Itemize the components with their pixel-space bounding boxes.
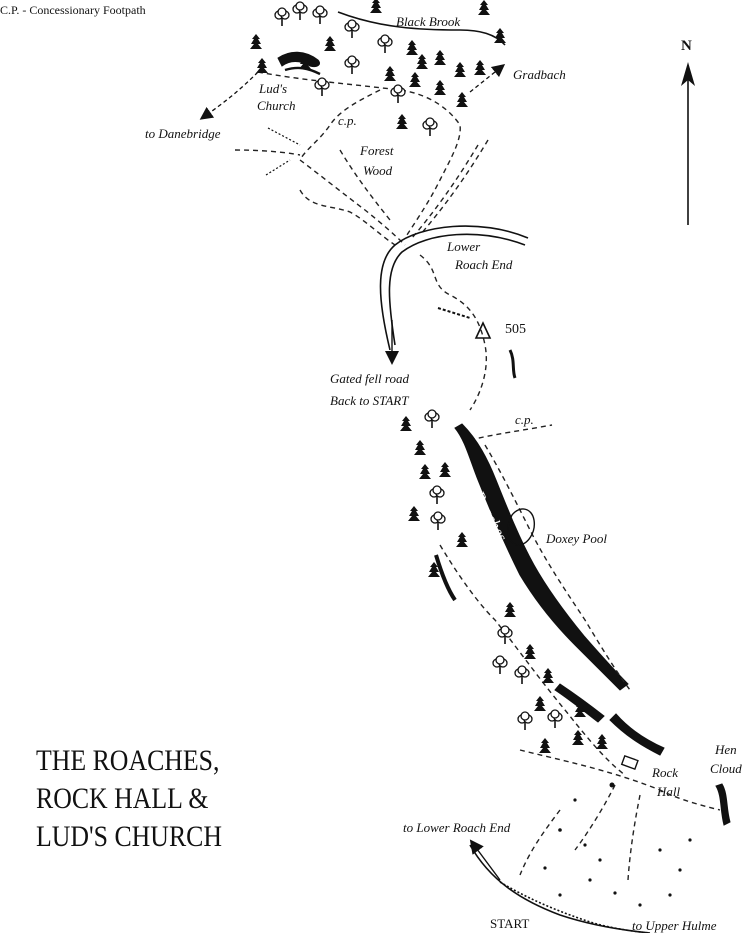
footpath-forest-inner	[299, 159, 406, 246]
top-edge-path	[484, 444, 631, 691]
ridge-path-north	[419, 254, 487, 411]
footpath-forest-diag	[339, 149, 391, 221]
gradbach-label: Gradbach	[513, 67, 566, 82]
rock-hall-label-2: Hall	[656, 784, 681, 799]
to-lower-roach-end-label: to Lower Roach End	[403, 820, 511, 835]
cp-ridge-path	[469, 424, 553, 441]
luds-church-label-1: Lud's	[258, 81, 287, 96]
cp-ridge-label: c.p.	[515, 412, 534, 427]
lower-edge-path	[439, 544, 626, 776]
gated-road-label-1: Gated fell road	[330, 371, 409, 386]
footpath-north-loop	[257, 71, 461, 239]
height-label: 505	[505, 322, 526, 337]
map-title-line-1: THE ROACHES,	[36, 744, 220, 777]
footpath-cp-forest	[299, 89, 381, 161]
danebridge-label: to Danebridge	[145, 126, 221, 141]
wall-hatch	[267, 127, 301, 146]
lower-outcrop	[434, 554, 457, 602]
trig-point-icon	[474, 321, 492, 339]
gated-road-label-2: Back to START	[330, 393, 409, 408]
forest-label-2: Wood	[363, 163, 393, 178]
lower-roach-end-label-2: Roach End	[454, 257, 513, 272]
fell-road-inner	[388, 233, 526, 346]
gradbach-arrow	[469, 63, 506, 93]
lower-roach-end-arrow	[469, 839, 501, 881]
roaches-escarpment-south	[609, 713, 665, 756]
cp-forest-label: c.p.	[338, 113, 357, 128]
footpath-west	[234, 149, 301, 156]
map-title-line-3: LUD'S CHURCH	[36, 820, 223, 853]
north-label: N	[681, 38, 692, 54]
rock-outcrop	[508, 349, 517, 379]
lower-roach-end-label-1: Lower	[446, 239, 481, 254]
forest-label-1: Forest	[359, 143, 394, 158]
south-path-2	[627, 794, 641, 881]
luds-church-gorge	[277, 51, 321, 76]
black-brook-stream	[337, 11, 506, 46]
rock-hall-path	[519, 749, 721, 811]
luds-church-label-2: Church	[257, 98, 296, 113]
hen-cloud-rocks	[715, 783, 731, 826]
south-path-1	[574, 784, 616, 851]
danebridge-arrow	[199, 71, 259, 120]
roaches-escarpment	[454, 423, 629, 691]
rock-hall-building	[620, 754, 639, 770]
rock-hall-label-1: Rock	[651, 765, 678, 780]
map-title: THE ROACHES, ROCK HALL & LUD'S CHURCH	[36, 742, 260, 856]
footpath-southwest	[299, 189, 396, 246]
legend-text: C.P. - Concessionary Footpath	[0, 3, 146, 17]
field-marks	[543, 782, 692, 907]
map-title-line-2: ROCK HALL &	[36, 782, 209, 815]
wall-hatch-2	[265, 159, 291, 176]
start-label: START	[490, 916, 529, 931]
fell-road-outer	[379, 225, 529, 351]
start-road-upper	[469, 844, 651, 933]
black-brook-label: Black Brook	[396, 14, 460, 29]
doxey-pool-icon	[507, 508, 535, 546]
hen-cloud-label-1: Hen	[714, 742, 737, 757]
hen-cloud-label-2: Cloud	[710, 761, 742, 776]
track-northeast	[419, 139, 489, 236]
south-path-3	[519, 809, 561, 876]
upper-hulme-label: to Upper Hulme	[632, 918, 717, 933]
rocky-edge-north	[437, 307, 471, 319]
track-northeast-2	[411, 144, 479, 239]
north-arrow	[681, 62, 695, 225]
doxey-pool-label: Doxey Pool	[545, 531, 607, 546]
